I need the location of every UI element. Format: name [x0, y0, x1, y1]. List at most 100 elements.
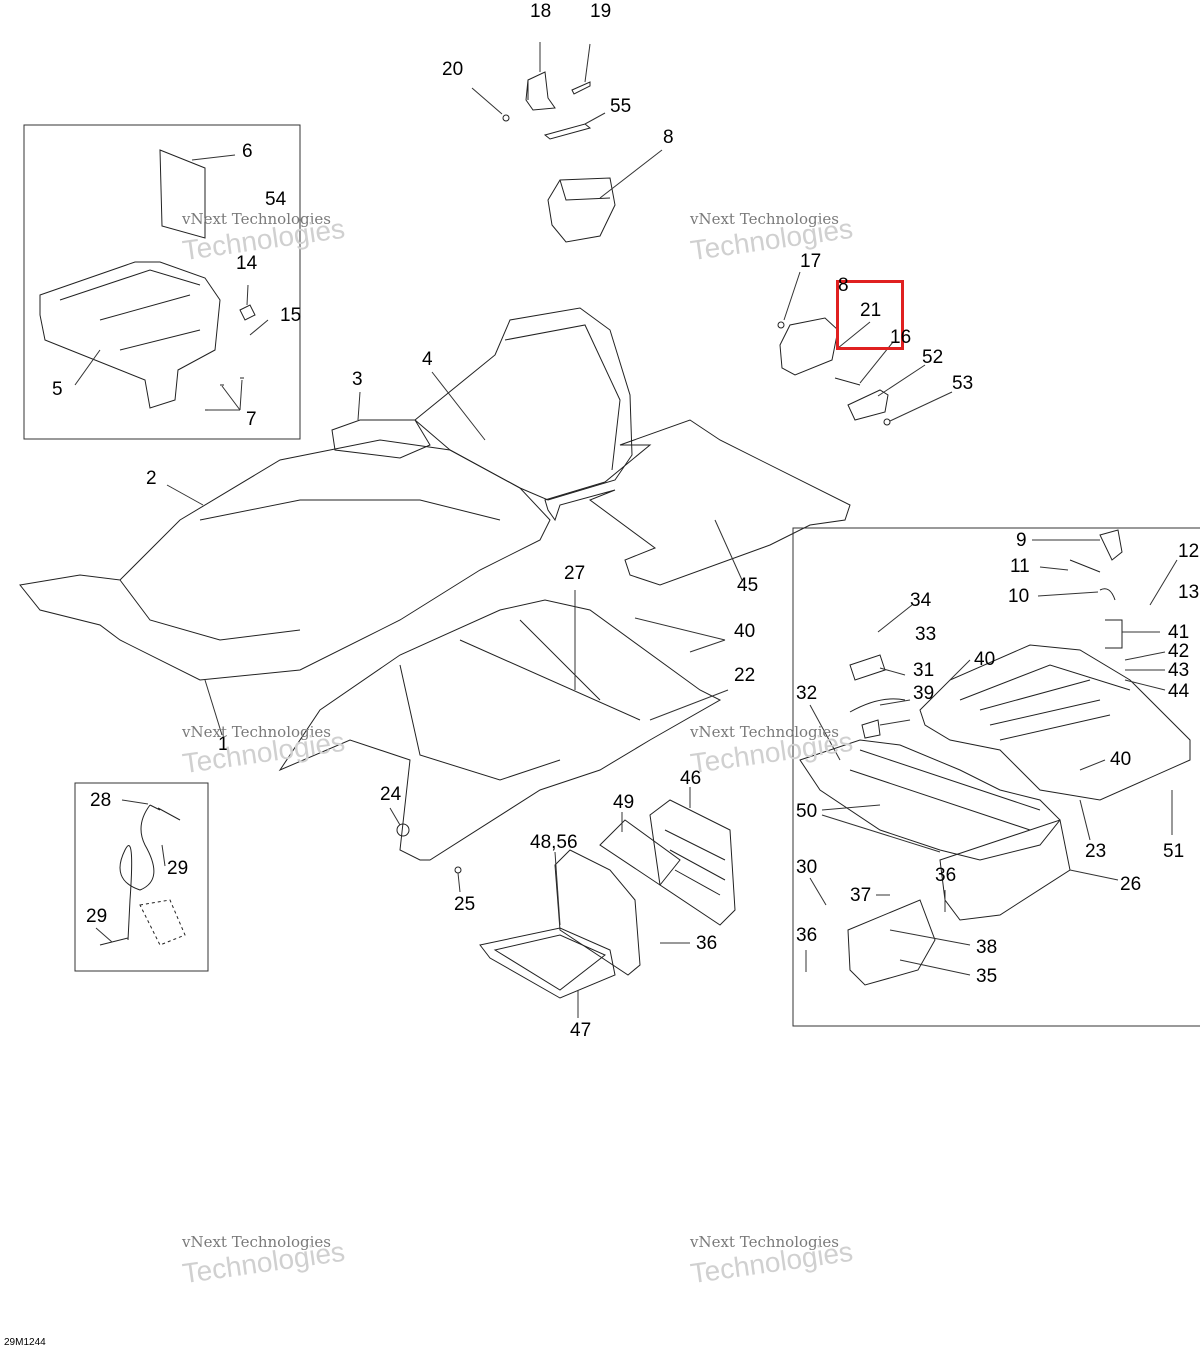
callout-54[interactable]: 54: [265, 189, 287, 210]
part-11-pin: [1069, 559, 1101, 573]
callout-40-c[interactable]: 40: [734, 621, 756, 642]
callout-51[interactable]: 51: [1163, 841, 1185, 862]
callout-18[interactable]: 18: [530, 1, 552, 22]
callout-45[interactable]: 45: [737, 575, 759, 596]
part-53-screw: [883, 418, 891, 426]
part-52-plate: [847, 389, 889, 421]
callout-42[interactable]: 42: [1168, 641, 1190, 662]
callout-37[interactable]: 37: [850, 885, 872, 906]
callout-48-56[interactable]: 48,56: [530, 832, 578, 853]
callout-22[interactable]: 22: [734, 665, 756, 686]
part-8-block: [547, 177, 616, 243]
callout-41[interactable]: 41: [1168, 622, 1190, 643]
part-10-spring: [1099, 588, 1116, 601]
inset-box-right: [792, 527, 1200, 1027]
callout-21[interactable]: 21: [860, 300, 882, 321]
callout-14[interactable]: 14: [236, 253, 258, 274]
callout-36-b[interactable]: 36: [796, 925, 818, 946]
part-26-plate: [939, 819, 1071, 921]
callout-49[interactable]: 49: [613, 792, 635, 813]
callout-52[interactable]: 52: [922, 347, 944, 368]
part-17-nut: [777, 321, 785, 329]
callout-7[interactable]: 7: [246, 409, 257, 430]
callout-33[interactable]: 33: [915, 624, 937, 645]
callout-29[interactable]: 29: [167, 858, 189, 879]
callout-30[interactable]: 30: [796, 857, 818, 878]
part-6-panel: [159, 149, 206, 239]
callout-25[interactable]: 25: [454, 894, 476, 915]
callout-47[interactable]: 47: [570, 1020, 592, 1041]
callout-13[interactable]: 13: [1178, 582, 1200, 603]
callout-23[interactable]: 23: [1085, 841, 1107, 862]
part-31-cable: [849, 698, 906, 713]
callout-26[interactable]: 26: [1120, 874, 1142, 895]
callout-19[interactable]: 19: [590, 1, 612, 22]
part-48-56-cover: [554, 849, 641, 976]
callout-16[interactable]: 16: [890, 327, 912, 348]
callout-5[interactable]: 5: [52, 379, 63, 400]
callout-50[interactable]: 50: [796, 801, 818, 822]
callout-36[interactable]: 36: [935, 865, 957, 886]
callout-28[interactable]: 28: [90, 790, 112, 811]
leader-lines: [74, 42, 1178, 1018]
callout-53[interactable]: 53: [952, 373, 974, 394]
part-21-bracket: [779, 317, 839, 376]
callout-36-c[interactable]: 36: [696, 933, 718, 954]
part-39-clip: [861, 719, 881, 739]
callout-8-b[interactable]: 8: [838, 275, 849, 296]
part-2-seat: [19, 439, 551, 681]
part-35-bracket: [847, 899, 936, 986]
part-4-backrest: [414, 307, 633, 501]
callout-24[interactable]: 24: [380, 784, 402, 805]
callout-38[interactable]: 38: [976, 937, 998, 958]
part-14-nut: [239, 304, 256, 321]
callout-40-b[interactable]: 40: [1110, 749, 1132, 770]
callout-32[interactable]: 32: [796, 683, 818, 704]
callout-11[interactable]: 11: [1010, 556, 1030, 577]
callout-35[interactable]: 35: [976, 966, 998, 987]
callout-12[interactable]: 12: [1178, 541, 1200, 562]
callout-6[interactable]: 6: [242, 141, 253, 162]
part-20-nut: [502, 114, 510, 122]
callout-44[interactable]: 44: [1168, 681, 1190, 702]
part-33-plate: [849, 654, 886, 681]
callout-3[interactable]: 3: [352, 369, 363, 390]
callout-4[interactable]: 4: [422, 349, 433, 370]
part-27-22-body: [278, 599, 722, 861]
callout-20[interactable]: 20: [442, 59, 464, 80]
callout-34[interactable]: 34: [910, 590, 932, 611]
callout-39[interactable]: 39: [913, 683, 935, 704]
part-18-bracket: [525, 71, 556, 111]
callout-55[interactable]: 55: [610, 96, 632, 117]
part-29-fitting-upper: [157, 807, 181, 821]
part-46-grill: [649, 799, 736, 926]
part-29-fitting-lower: [99, 937, 129, 946]
callout-2[interactable]: 2: [146, 468, 157, 489]
part-19-pin: [571, 81, 591, 95]
part-23-panel: [919, 644, 1191, 801]
callout-15[interactable]: 15: [280, 305, 302, 326]
callout-40[interactable]: 40: [974, 649, 996, 670]
callout-17[interactable]: 17: [800, 251, 822, 272]
callout-43[interactable]: 43: [1168, 660, 1190, 681]
part-47-tray: [479, 927, 616, 999]
part-24-nut: [396, 823, 410, 837]
callout-46[interactable]: 46: [680, 768, 702, 789]
callout-1[interactable]: 1: [218, 734, 229, 755]
part-7-screws: [205, 377, 244, 411]
callout-31[interactable]: 31: [913, 660, 935, 681]
callout-29-b[interactable]: 29: [86, 906, 108, 927]
part-3-strip: [331, 419, 431, 459]
part-25-nut: [454, 866, 462, 874]
part-28-cable: [119, 804, 161, 941]
figure-code: 29M1244: [4, 1337, 46, 1348]
part-9-bracket: [1099, 529, 1123, 561]
callout-8[interactable]: 8: [663, 127, 674, 148]
callout-27[interactable]: 27: [564, 563, 586, 584]
part-45-mat: [544, 419, 851, 586]
inset-box-bottom-left: [74, 782, 209, 972]
callout-9[interactable]: 9: [1016, 530, 1027, 551]
callout-10[interactable]: 10: [1008, 586, 1030, 607]
